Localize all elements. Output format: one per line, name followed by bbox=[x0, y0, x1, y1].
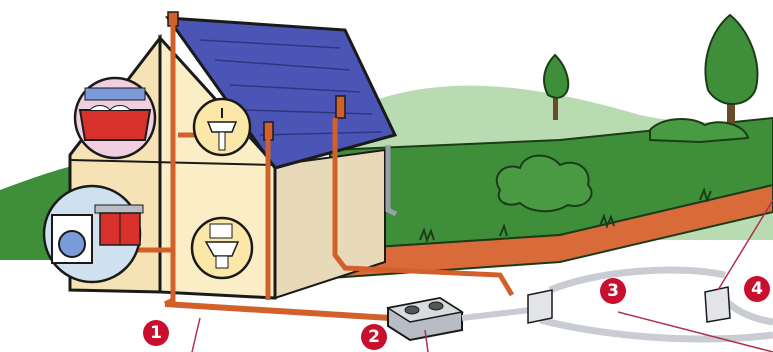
tree-icon bbox=[705, 15, 757, 130]
marker-2: 2 bbox=[361, 324, 387, 350]
distribution-box bbox=[705, 287, 730, 322]
marker-4: 4 bbox=[744, 276, 770, 302]
drain-field bbox=[540, 270, 773, 339]
outlet-pipe bbox=[165, 304, 390, 318]
tank-outlet-pipe bbox=[462, 310, 530, 318]
washbasin-icon bbox=[194, 99, 250, 155]
washing-machine-icon bbox=[52, 215, 92, 263]
distribution-box bbox=[528, 290, 552, 323]
toilet-icon bbox=[192, 218, 252, 278]
marker-1: 1 bbox=[143, 320, 169, 346]
roof-vent bbox=[336, 96, 345, 118]
marker-3: 3 bbox=[600, 278, 626, 304]
bathtub-icon bbox=[75, 78, 155, 158]
